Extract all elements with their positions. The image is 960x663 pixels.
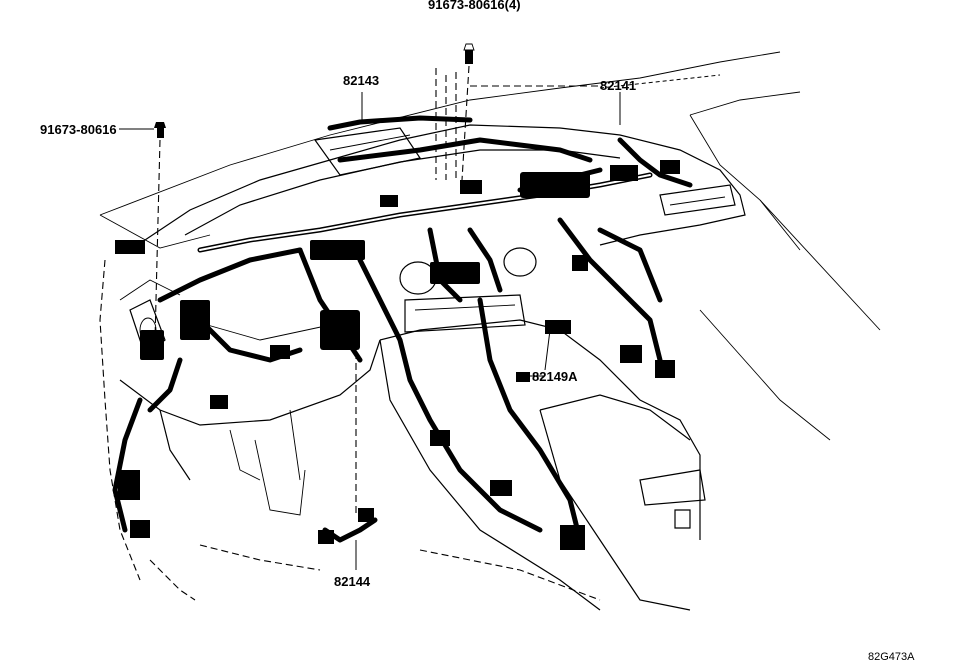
windshield-outline	[99, 51, 881, 441]
label-bolt-top: 91673-80616(4)	[428, 0, 521, 12]
label-82149a: 82149A	[532, 369, 578, 384]
connectors	[115, 160, 680, 550]
label-82143: 82143	[343, 73, 379, 88]
bolt-left-icon	[154, 122, 166, 138]
label-bolt-left: 91673-80616	[40, 122, 117, 137]
label-82141: 82141	[600, 78, 636, 93]
part-labels: 91673-80616(4) 91673-80616 82143 82141 8…	[40, 0, 915, 663]
dashboard-body	[99, 124, 746, 611]
figure-code: 82G473A	[868, 651, 915, 663]
label-82144: 82144	[334, 574, 371, 589]
bolt-top-icon	[463, 43, 475, 64]
leader-lines	[119, 85, 621, 570]
bolt-paths	[154, 65, 470, 515]
